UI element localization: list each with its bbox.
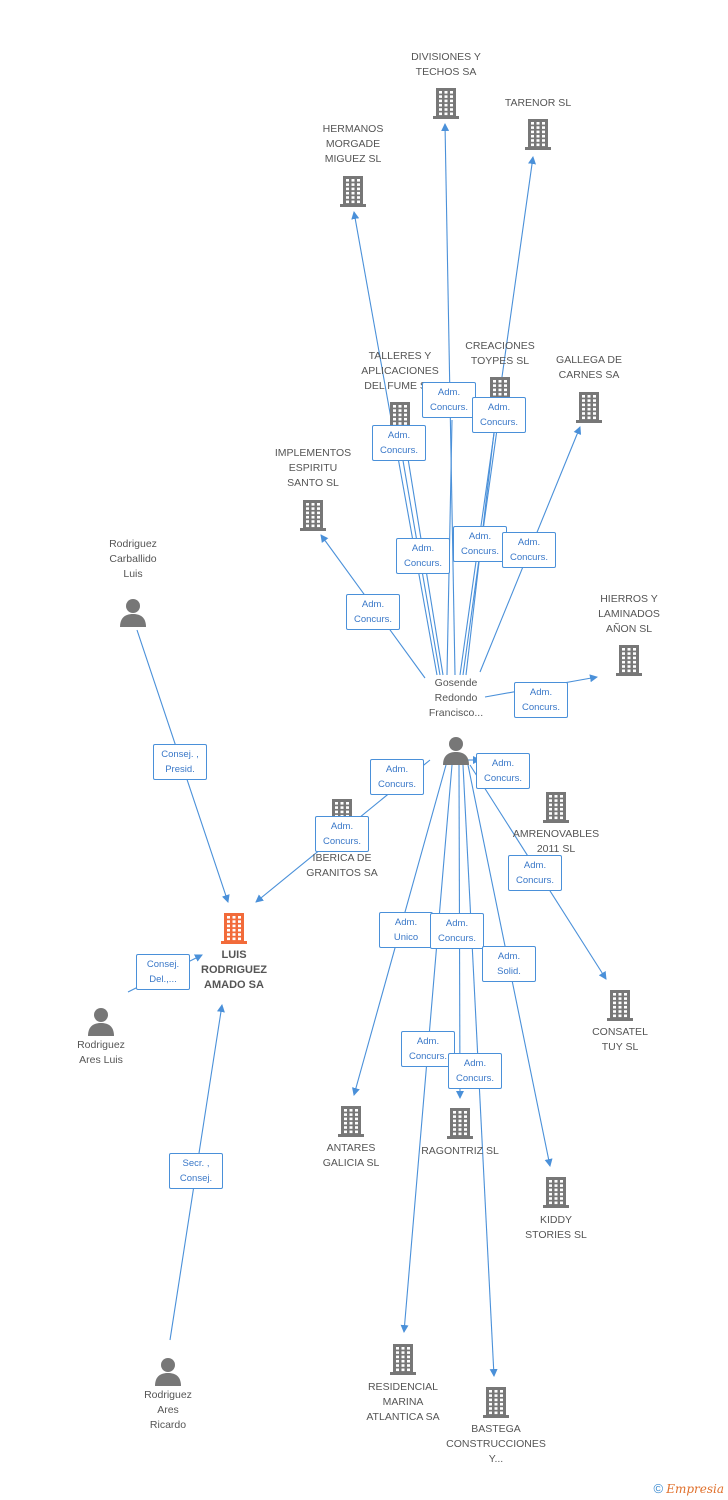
node-label: BASTEGA CONSTRUCCIONES Y... [446,1423,546,1465]
edge-label[interactable]: Adm. Concurs. [430,913,484,949]
node-ares_luis[interactable]: Rodriguez Ares Luis [77,1038,125,1068]
person-icon[interactable] [439,733,473,767]
node-label: IMPLEMENTOS ESPIRITU SANTO SL [274,447,352,489]
edge-label[interactable]: Adm. Unico [379,912,433,948]
copyright-symbol: © [653,1481,664,1496]
node-label: CREACIONES TOYPES SL [465,340,535,367]
edge-label[interactable]: Adm. Concurs. [453,526,507,562]
node-label: ANTARES GALICIA SL [322,1142,380,1169]
node-gosende[interactable]: Gosende Redondo Francisco... [429,676,483,721]
edge-label[interactable]: Secr. , Consej. [169,1153,223,1189]
building-icon[interactable] [296,498,330,532]
building-icon[interactable] [539,1175,573,1209]
node-label: Rodriguez Carballido Luis [109,538,157,580]
edge-label[interactable]: Adm. Concurs. [422,382,476,418]
node-ragontriz[interactable]: RAGONTRIZ SL [421,1144,499,1159]
node-tarenor[interactable]: TARENOR SL [505,96,571,111]
building-icon[interactable] [443,1106,477,1140]
person-icon[interactable] [84,1004,118,1038]
node-luis_rodriguez[interactable]: LUIS RODRIGUEZ AMADO SA [201,948,267,993]
edge-label[interactable]: Adm. Concurs. [508,855,562,891]
brand-logo[interactable]: Empresia [666,1482,724,1496]
node-bastega[interactable]: BASTEGA CONSTRUCCIONES Y... [446,1422,546,1467]
edge-label[interactable]: Adm. Concurs. [401,1031,455,1067]
node-implementos[interactable]: IMPLEMENTOS ESPIRITU SANTO SL [275,446,351,491]
node-label: AMRENOVABLES 2011 SL [512,828,600,855]
building-icon[interactable] [386,1342,420,1376]
node-amrenovables[interactable]: AMRENOVABLES 2011 SL [513,827,599,857]
node-label: RESIDENCIAL MARINA ATLANTICA SA [366,1381,440,1423]
node-consatel[interactable]: CONSATEL TUY SL [592,1025,648,1055]
node-label: Rodriguez Ares Luis [77,1039,125,1066]
building-icon[interactable] [217,911,251,945]
edge-label[interactable]: Adm. Concurs. [372,425,426,461]
node-hierros[interactable]: HIERROS Y LAMINADOS AÑON SL [598,592,660,637]
edge-label[interactable]: Adm. Concurs. [476,753,530,789]
node-label: DIVISIONES Y TECHOS SA [411,51,481,78]
node-hermanos[interactable]: HERMANOS MORGADE MIGUEZ SL [323,122,384,167]
node-label: LUIS RODRIGUEZ AMADO SA [201,949,267,991]
building-icon[interactable] [429,86,463,120]
edge-label[interactable]: Adm. Concurs. [346,594,400,630]
node-kiddy[interactable]: KIDDY STORIES SL [525,1213,587,1243]
building-icon[interactable] [603,988,637,1022]
person-icon[interactable] [151,1354,185,1388]
node-label: TARENOR SL [504,97,572,109]
building-icon[interactable] [336,174,370,208]
node-antares[interactable]: ANTARES GALICIA SL [323,1141,380,1171]
node-carballido[interactable]: Rodriguez Carballido Luis [109,537,157,582]
edge-label[interactable]: Adm. Concurs. [472,397,526,433]
building-icon[interactable] [521,117,555,151]
edge-label[interactable]: Adm. Concurs. [396,538,450,574]
node-residencial[interactable]: RESIDENCIAL MARINA ATLANTICA SA [366,1380,439,1425]
footer: © Empresia [654,1481,724,1496]
edge-label[interactable]: Adm. Concurs. [370,759,424,795]
node-label: Gosende Redondo Francisco... [428,677,484,719]
building-icon[interactable] [572,390,606,424]
node-iberica[interactable]: IBERICA DE GRANITOS SA [306,851,378,881]
node-ares_ricardo[interactable]: Rodriguez Ares Ricardo [144,1388,192,1433]
edge-label[interactable]: Adm. Solid. [482,946,536,982]
node-label: HERMANOS MORGADE MIGUEZ SL [322,123,384,165]
node-divisiones[interactable]: DIVISIONES Y TECHOS SA [411,50,481,80]
edge-label[interactable]: Consej. , Presid. [153,744,207,780]
building-icon[interactable] [334,1104,368,1138]
edge-label[interactable]: Adm. Concurs. [448,1053,502,1089]
building-icon[interactable] [479,1385,513,1419]
edge-label[interactable]: Adm. Concurs. [315,816,369,852]
node-label: Rodriguez Ares Ricardo [144,1389,192,1431]
node-label: GALLEGA DE CARNES SA [556,354,622,381]
building-icon[interactable] [612,643,646,677]
node-label: IBERICA DE GRANITOS SA [306,852,378,879]
edge-label[interactable]: Consej. Del.,... [136,954,190,990]
person-icon[interactable] [116,595,150,629]
node-label: CONSATEL TUY SL [592,1026,648,1053]
edge-label[interactable]: Adm. Concurs. [502,532,556,568]
edge-label[interactable]: Adm. Concurs. [514,682,568,718]
node-gallega[interactable]: GALLEGA DE CARNES SA [556,353,622,383]
node-label: HIERROS Y LAMINADOS AÑON SL [598,593,660,635]
node-label: RAGONTRIZ SL [421,1145,499,1157]
node-label: KIDDY STORIES SL [525,1214,587,1241]
building-icon[interactable] [539,790,573,824]
node-creaciones[interactable]: CREACIONES TOYPES SL [465,339,534,369]
